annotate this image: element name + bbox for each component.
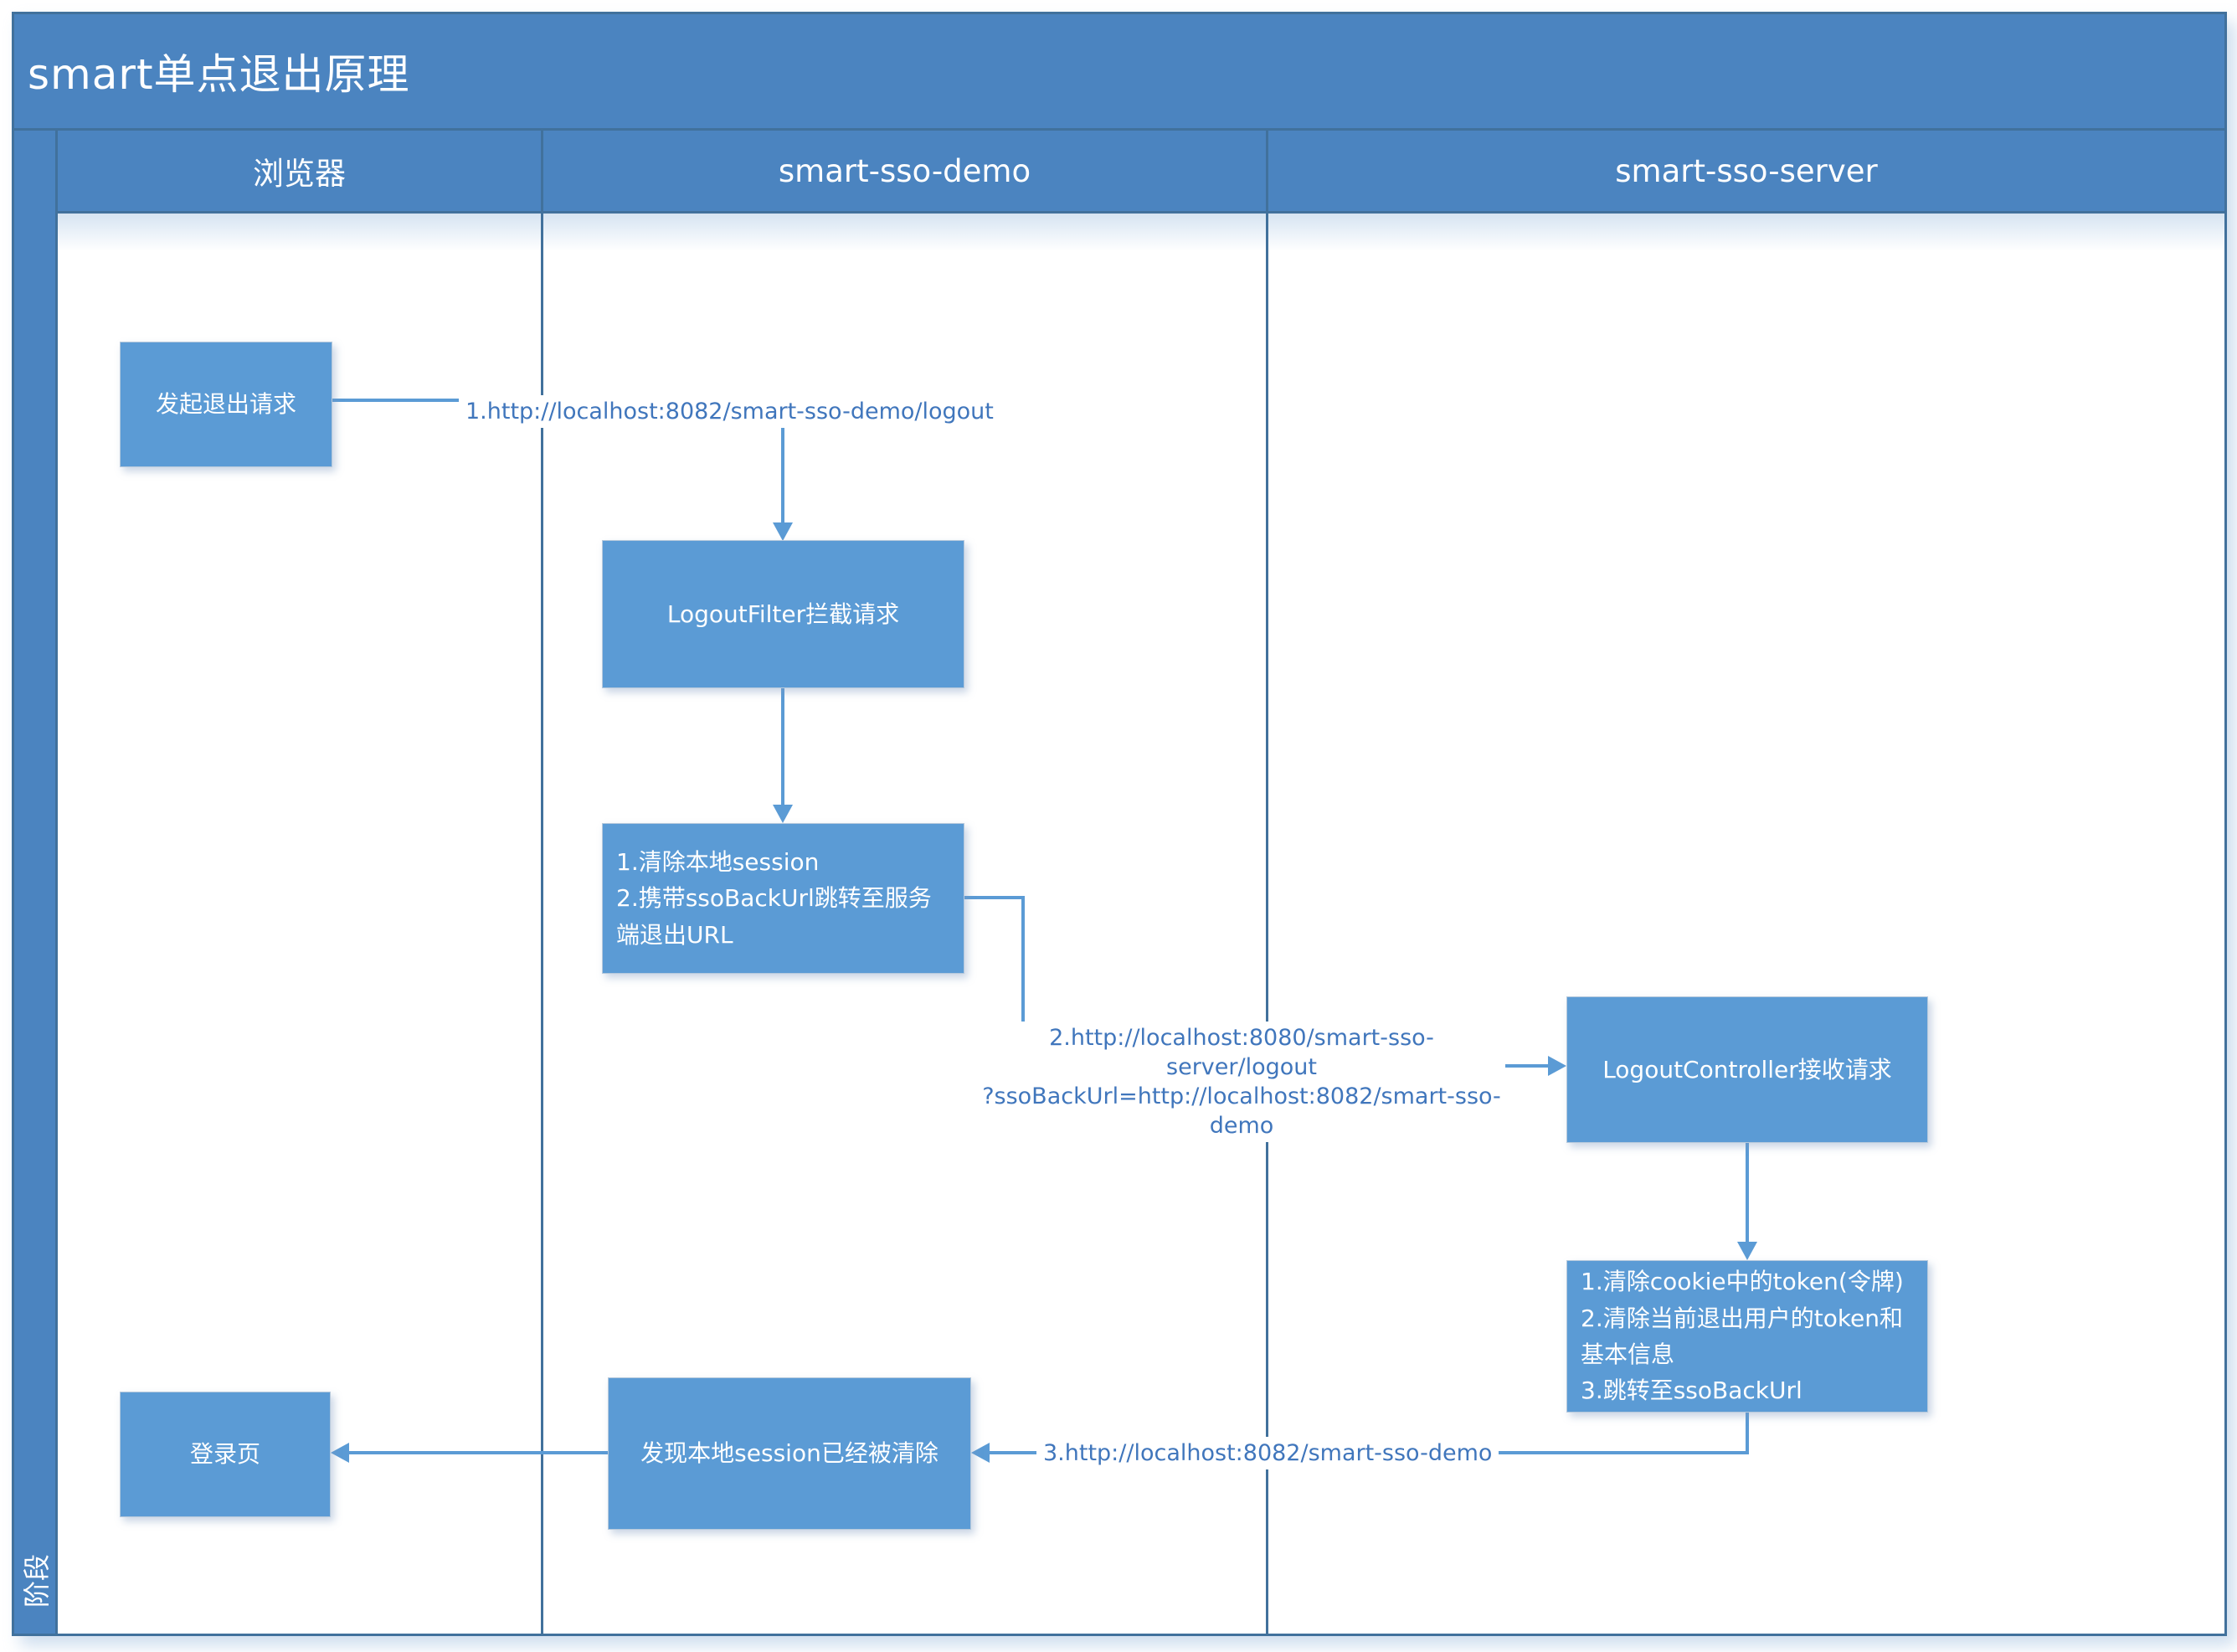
node-logout-controller: LogoutController接收请求 [1566, 996, 1928, 1143]
connector-4-vertical [1746, 1143, 1749, 1243]
arrowhead-left-1-icon [971, 1443, 990, 1463]
connector-6-horizontal [349, 1451, 608, 1454]
title-band: smart单点退出原理 [14, 14, 2224, 131]
node-clear-cookie-token: 1.清除cookie中的token(令牌) 2.清除当前退出用户的token和基… [1566, 1260, 1928, 1413]
edge-label-2: 2.http://localhost:8080/smart-sso-server… [978, 1022, 1505, 1143]
lane-header-browser-label: 浏览器 [253, 156, 346, 192]
phase-strip [14, 131, 58, 1634]
edge-label-2-line2: ?ssoBackUrl=http://localhost:8082/smart-… [982, 1083, 1501, 1140]
arrowhead-down-1-icon [773, 522, 793, 541]
node-login-page: 登录页 [120, 1392, 331, 1517]
connector-1-vertical [781, 399, 784, 524]
arrowhead-left-2-icon [331, 1443, 349, 1463]
node-start-logout-request: 发起退出请求 [120, 342, 332, 467]
connector-2-vertical [781, 688, 784, 805]
connector-3-vertical [1021, 896, 1025, 1068]
lane-header-underline [58, 211, 2224, 214]
lane-divider-1 [541, 131, 543, 1634]
lane-header-browser: 浏览器 [58, 131, 541, 211]
page-title: smart单点退出原理 [28, 50, 410, 99]
lane-header-server-label: smart-sso-server [1615, 152, 1878, 189]
arrowhead-down-2-icon [773, 805, 793, 823]
node-clear-local-session: 1.清除本地session 2.携带ssoBackUrl跳转至服务端退出URL [602, 823, 964, 974]
arrowhead-down-3-icon [1737, 1242, 1757, 1260]
arrowhead-right-icon [1548, 1056, 1566, 1076]
node-found-session-cleared: 发现本地session已经被清除 [608, 1377, 971, 1530]
edge-label-3: 3.http://localhost:8082/smart-sso-demo [1036, 1437, 1499, 1470]
connector-3-horizontal-a [964, 896, 1025, 899]
connector-5-vertical [1746, 1413, 1749, 1453]
phase-label-wrap: 阶段 [14, 1536, 55, 1624]
lane-header-demo: smart-sso-demo [543, 131, 1266, 211]
phase-label: 阶段 [20, 1553, 53, 1608]
node-logout-filter: LogoutFilter拦截请求 [602, 540, 964, 688]
lane-divider-2 [1266, 131, 1268, 1634]
edge-label-1: 1.http://localhost:8082/smart-sso-demo/l… [459, 395, 1000, 429]
lane-header-demo-label: smart-sso-demo [778, 152, 1031, 189]
lane-header-server: smart-sso-server [1268, 131, 2224, 211]
edge-label-2-line1: 2.http://localhost:8080/smart-sso-server… [1049, 1025, 1434, 1081]
